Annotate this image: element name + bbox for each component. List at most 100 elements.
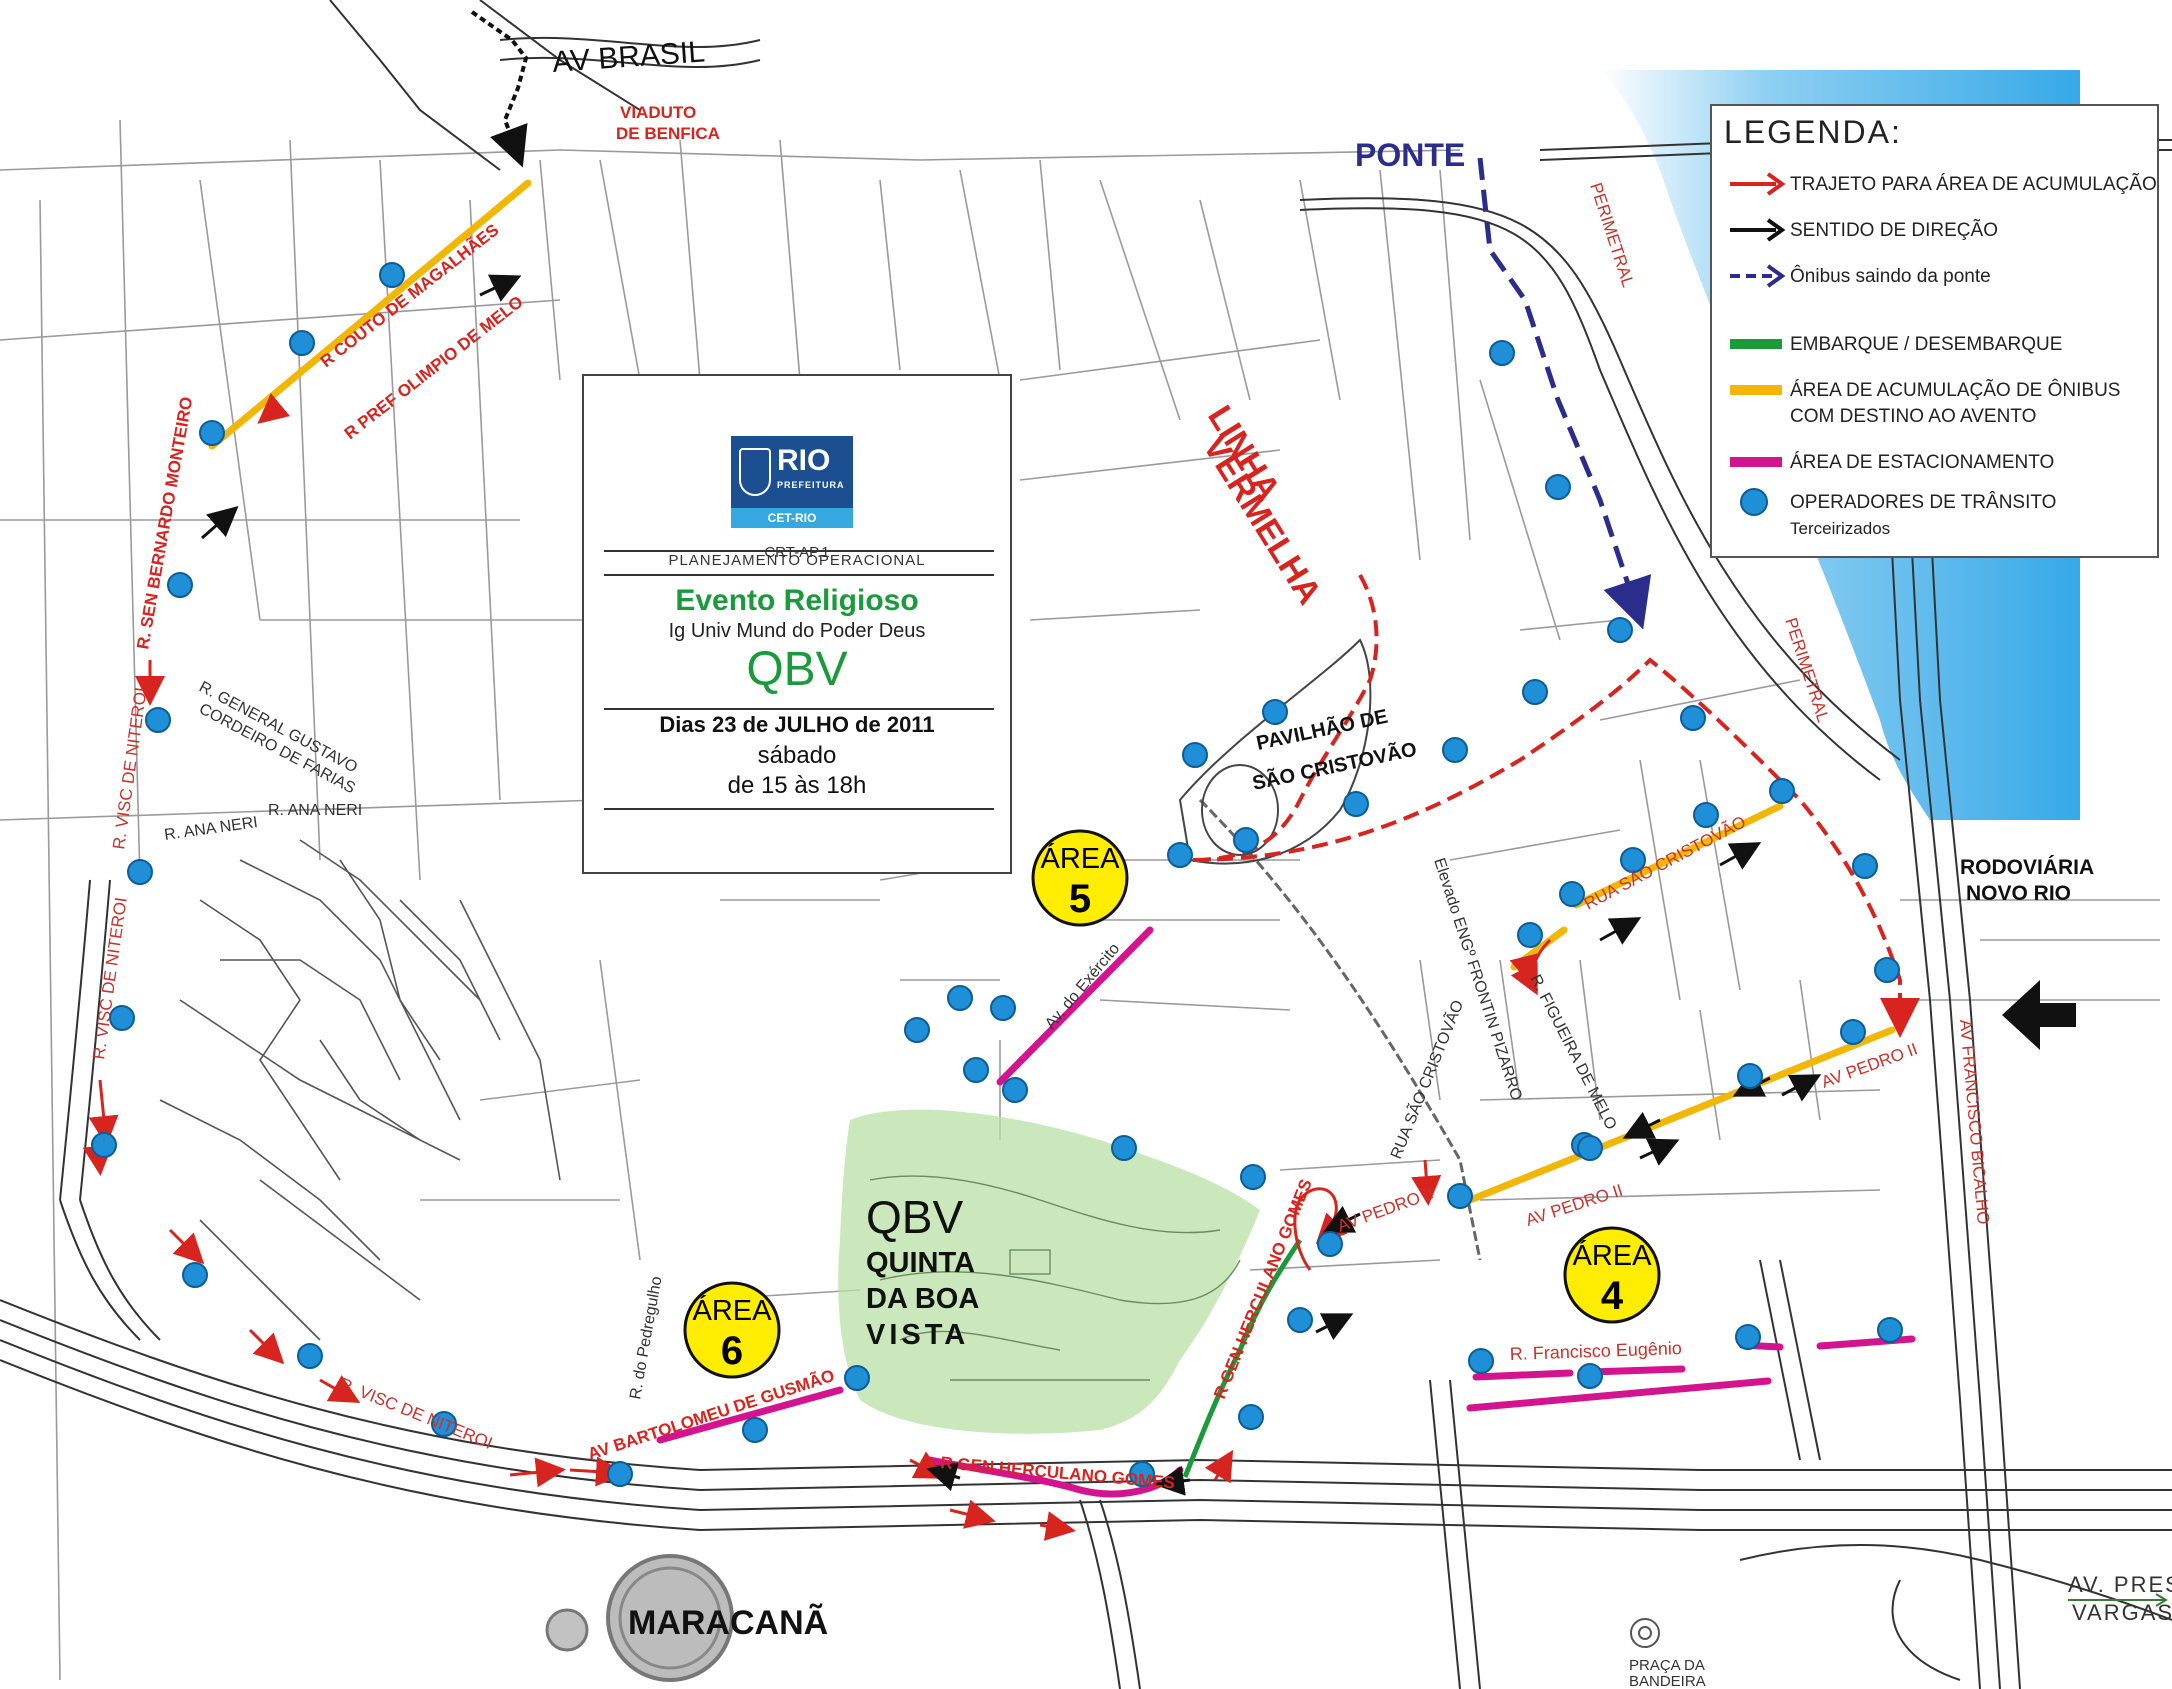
operator-dot xyxy=(109,1005,135,1031)
operator-dot xyxy=(182,1262,208,1288)
operator-dot xyxy=(1002,1077,1028,1103)
operator-dot xyxy=(1877,1317,1903,1343)
label-francisco-bicalho: AV FRANCISCO BICALHO xyxy=(1956,1019,1993,1225)
label-bernardo-monteiro: R. SEN BERNARDO MONTEIRO xyxy=(133,395,196,650)
legend-label-line1: OPERADORES DE TRÂNSITO xyxy=(1790,492,2057,513)
event-organizer: Ig Univ Mund do Poder Deus xyxy=(668,620,926,642)
pavilhao-building xyxy=(1201,764,1279,856)
divider xyxy=(604,550,994,552)
label-pedro-ii-3: AV PEDRO II xyxy=(1335,1183,1436,1235)
label-da-boa: DA BOA xyxy=(866,1283,979,1315)
dashed-blue-arrow-icon xyxy=(1730,264,1786,288)
label-praca: PRAÇA DA xyxy=(1629,1657,1705,1674)
plan-code: CRT-AP.1 xyxy=(764,544,830,561)
maracana-stadium xyxy=(606,1554,734,1682)
operator-dot xyxy=(963,1057,989,1083)
operator-dot xyxy=(1442,737,1468,763)
event-weekday: sábado xyxy=(757,742,837,769)
label-ana-neri-2: R. ANA NERI xyxy=(268,802,362,819)
label-pedro-ii-2: AV PEDRO II xyxy=(1819,1039,1920,1091)
operator-dot xyxy=(990,995,1016,1021)
black-arrow-icon xyxy=(1730,218,1786,242)
divider xyxy=(604,574,994,576)
magenta-line-icon xyxy=(1730,457,1782,467)
operator-dot xyxy=(1620,847,1646,873)
label-de-benfica: DE BENFICA xyxy=(616,124,720,143)
area-6-word: ÁREA xyxy=(693,1294,773,1327)
label-vargas: VARGAS xyxy=(2072,1600,2172,1625)
operator-dot xyxy=(127,859,153,885)
operator-dot xyxy=(1735,1324,1761,1350)
label-rua-sao-cristovao-2: RUA SÃO CRISTOVÃO xyxy=(1385,997,1467,1162)
maracanazinho xyxy=(545,1608,589,1652)
operator-dot xyxy=(1287,1307,1313,1333)
label-pedregulho: R. do Pedregulho xyxy=(627,1275,665,1401)
parking-areas xyxy=(656,926,1916,1498)
entry-arrow-icon xyxy=(2002,980,2076,1050)
label-rodoviaria: RODOVIÁRIA xyxy=(1960,856,2094,879)
area-5-badge: ÁREA 5 xyxy=(1031,829,1129,927)
legend-item-boarding: EMBARQUE / DESEMBARQUE xyxy=(1712,324,2157,364)
label-visc-niteroi-2: R. VISC DE NITEROI xyxy=(89,896,131,1060)
operator-dot xyxy=(167,572,193,598)
operator-dot xyxy=(1238,1404,1264,1430)
event-time: de 15 às 18h xyxy=(727,772,867,799)
operator-dot xyxy=(1737,1063,1763,1089)
area-6-badge: ÁREA 6 xyxy=(683,1281,781,1379)
planning-heading: PLANEJAMENTO OPERACIONAL xyxy=(668,552,926,569)
operator-dot xyxy=(1447,1183,1473,1209)
logo-prefeitura-text: PREFEITURA xyxy=(777,480,845,490)
venue-abbreviation: QBV xyxy=(746,643,848,696)
area-5-word: ÁREA xyxy=(1041,842,1121,875)
legend-label: TRAJETO PARA ÁREA DE ACUMULAÇÃO xyxy=(1790,174,2157,195)
rio-seal-icon xyxy=(739,448,771,496)
bus-from-bridge-route xyxy=(1477,157,1652,630)
operator-dot xyxy=(1852,853,1878,879)
label-ponte: PONTE xyxy=(1355,137,1465,173)
operator-dot xyxy=(607,1461,633,1487)
rio-prefeitura-logo: RIO PREFEITURA CET-RIO xyxy=(731,436,853,528)
label-figueira-melo: R. FIGUEIRA DE MELO xyxy=(1526,972,1619,1133)
operator-dot xyxy=(1129,1461,1155,1487)
label-pedro-ii-1: AV PEDRO II xyxy=(1523,1181,1625,1230)
blue-dot-icon xyxy=(1740,488,1768,516)
residential-streets xyxy=(159,839,561,1341)
operator-dot xyxy=(431,1411,457,1437)
operator-dot xyxy=(297,1343,323,1369)
label-viaduto: VIADUTO xyxy=(620,103,696,122)
operator-dot xyxy=(947,985,973,1011)
operator-dot xyxy=(1559,881,1585,907)
operator-dot xyxy=(1522,679,1548,705)
operator-dot xyxy=(904,1017,930,1043)
legend-label-line1: ÁREA DE ACUMULAÇÃO DE ÔNIBUS xyxy=(1790,380,2121,401)
boarding-route xyxy=(1182,1238,1303,1478)
av-pres-vargas-arrow-icon xyxy=(2068,1593,2168,1607)
label-visc-niteroi-3: R. VISC DE NITEROI xyxy=(337,1374,496,1453)
operator-dot xyxy=(1607,617,1633,643)
operator-dot xyxy=(289,330,315,356)
label-ana-neri-1: R. ANA NERI xyxy=(163,814,259,844)
legend-label: Ônibus saindo da ponte xyxy=(1790,266,1991,287)
event-date: Dias 23 de JULHO de 2011 xyxy=(659,712,935,737)
label-quinta: QUINTA xyxy=(866,1247,975,1279)
street-grid xyxy=(0,119,2160,1681)
operator-dot xyxy=(1468,1348,1494,1374)
legend-item-route: TRAJETO PARA ÁREA DE ACUMULAÇÃO xyxy=(1712,164,2157,204)
operator-dot xyxy=(1840,1019,1866,1045)
legend-title: LEGENDA: xyxy=(1724,114,1902,150)
area-5-number: 5 xyxy=(1069,877,1091,921)
map-legend: LEGENDA: TRAJETO PARA ÁREA DE ACUMULAÇÃO… xyxy=(1710,104,2159,558)
logo-rio-text: RIO xyxy=(777,444,831,477)
operator-dot xyxy=(1577,1135,1603,1161)
park-paths xyxy=(869,1175,1241,1381)
operator-dot xyxy=(1262,699,1288,725)
red-arrow-icon xyxy=(1730,172,1786,196)
label-bandeira: BANDEIRA xyxy=(1629,1673,1706,1689)
legend-label: ÁREA DE ESTACIONAMENTO xyxy=(1790,452,2055,473)
dotted-route xyxy=(470,10,529,168)
label-visc-niteroi-1: R. VISC DE NITEROI xyxy=(109,686,151,850)
operator-dot xyxy=(1343,791,1369,817)
traffic-operators xyxy=(91,262,1903,1487)
